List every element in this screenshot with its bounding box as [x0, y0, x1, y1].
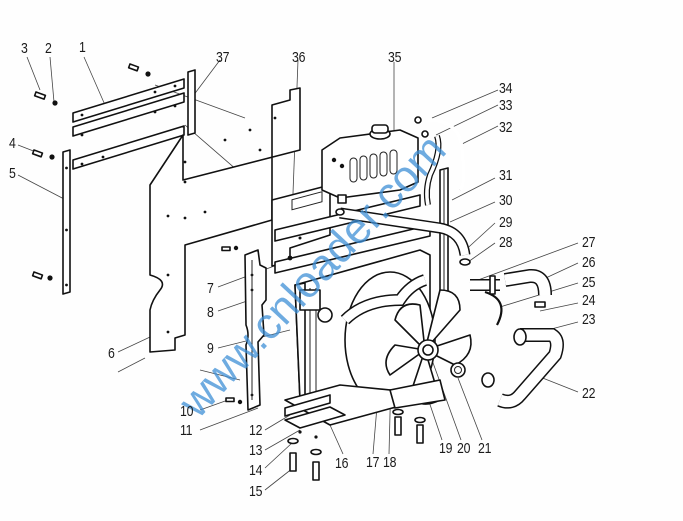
callout-28: 28	[499, 234, 513, 251]
expansion-tank-35	[321, 124, 419, 204]
bolt-7	[221, 246, 231, 252]
nut-upper	[145, 71, 151, 77]
leader-21	[457, 377, 483, 441]
leader-24	[539, 302, 579, 312]
callout-17: 17	[366, 454, 380, 471]
pipe-30	[335, 207, 471, 266]
callout-21: 21	[478, 440, 492, 457]
callout-20: 20	[457, 440, 471, 457]
leader-10	[199, 399, 229, 411]
callout-1: 1	[79, 39, 86, 56]
bolt-4	[31, 149, 44, 158]
bolt-10	[225, 397, 235, 403]
callout-29: 29	[499, 214, 513, 231]
bracket-plate-8	[221, 245, 267, 411]
leader-2	[49, 56, 55, 103]
leader-32	[459, 125, 499, 146]
nut-4	[49, 154, 55, 160]
callout-6: 6	[108, 345, 115, 362]
washer-14	[287, 437, 299, 445]
callout-19: 19	[439, 440, 453, 457]
nut-lower	[47, 275, 53, 281]
radiator-inlet	[299, 289, 321, 311]
callout-24: 24	[582, 292, 596, 309]
nut-13	[298, 430, 302, 434]
side-panel-6	[149, 87, 301, 353]
callout-37: 37	[216, 49, 230, 66]
callout-23: 23	[582, 311, 596, 328]
clamp-25	[489, 275, 496, 295]
bolt-3	[33, 91, 47, 100]
leader-5	[17, 174, 67, 201]
callout-7: 7	[207, 280, 214, 297]
clamp-22	[481, 372, 495, 388]
callout-16: 16	[335, 455, 349, 472]
bolt-lower	[31, 271, 44, 280]
leader-16	[329, 424, 344, 455]
leader-3	[26, 56, 41, 91]
leader-27	[469, 242, 579, 284]
lower-hoses	[470, 268, 564, 409]
callout-18: 18	[383, 454, 397, 471]
leader-31	[451, 177, 496, 201]
bar-1c	[72, 125, 185, 170]
leader-13	[264, 429, 301, 451]
callout-22: 22	[582, 385, 596, 402]
callout-31: 31	[499, 167, 513, 184]
clamp-33	[421, 130, 429, 138]
clamp-34	[414, 116, 422, 124]
callout-36: 36	[292, 49, 306, 66]
callout-25: 25	[582, 274, 596, 291]
leader-aux-a	[117, 357, 146, 373]
bottom-fasteners	[287, 408, 426, 481]
clamp-23	[513, 328, 527, 346]
callout-27: 27	[582, 234, 596, 251]
leader-11	[199, 407, 259, 431]
leader-8	[217, 299, 251, 312]
leader-12	[264, 414, 291, 431]
nut-2	[52, 100, 58, 106]
leader-20	[431, 359, 462, 441]
callout-8: 8	[207, 304, 214, 321]
callout-5: 5	[9, 165, 16, 182]
callout-3: 3	[21, 40, 28, 57]
clamp-28	[459, 258, 471, 266]
hoses-32-34	[414, 116, 466, 206]
strip-37	[187, 69, 196, 136]
callout-15: 15	[249, 483, 263, 500]
strip-5	[62, 149, 71, 295]
bolt-nut-set-top-left	[31, 63, 151, 281]
leader-34	[431, 89, 499, 119]
leader-33	[435, 104, 499, 136]
callout-35: 35	[388, 49, 402, 66]
bolt-upper	[127, 63, 140, 72]
pulley-21	[450, 362, 466, 378]
clamp-24	[534, 301, 546, 308]
callout-12: 12	[249, 422, 263, 439]
leader-aux-d	[199, 369, 241, 381]
callout-33: 33	[499, 97, 513, 114]
callout-30: 30	[499, 192, 513, 209]
callout-32: 32	[499, 119, 513, 136]
leader-1	[83, 56, 106, 106]
leader-14	[264, 442, 293, 469]
callout-11: 11	[180, 422, 193, 439]
callout-10: 10	[180, 403, 194, 420]
bracket-bars-1	[72, 78, 185, 170]
bolt-15	[289, 452, 297, 472]
callout-9: 9	[207, 340, 214, 357]
leader-15	[264, 467, 294, 491]
base-frame	[284, 379, 446, 429]
leader-28	[467, 242, 496, 263]
bar-1a	[72, 78, 185, 123]
callout-26: 26	[582, 254, 596, 271]
callout-2: 2	[45, 40, 52, 57]
bar-1b	[72, 92, 185, 137]
leader-30	[449, 201, 496, 223]
callout-34: 34	[499, 80, 513, 97]
callout-4: 4	[9, 135, 16, 152]
callout-14: 14	[249, 462, 263, 479]
callout-13: 13	[249, 442, 263, 459]
